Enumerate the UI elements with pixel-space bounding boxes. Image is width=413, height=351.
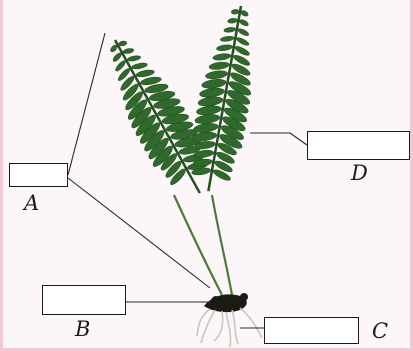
label-box-b[interactable] xyxy=(42,285,126,315)
right-frond-pinna xyxy=(201,78,226,90)
right-frond-pinna xyxy=(227,18,237,24)
right-frond-pinna xyxy=(236,36,250,47)
label-b: B xyxy=(75,319,90,340)
left-frond-pinna xyxy=(136,69,155,78)
leader-d-2 xyxy=(290,133,307,145)
label-box-d[interactable] xyxy=(307,131,410,160)
left-frond-pinna xyxy=(131,62,147,70)
left-frond-pinna xyxy=(118,40,127,46)
right-frond-pinna xyxy=(220,36,234,42)
right-frond-pinna xyxy=(194,113,220,125)
right-frond-pinna xyxy=(205,70,228,80)
right-frond-pinna xyxy=(224,27,236,33)
label-a: A xyxy=(24,193,39,214)
label-box-c[interactable] xyxy=(264,317,359,344)
label-box-a[interactable] xyxy=(9,163,68,187)
left-frond-pinna xyxy=(112,52,123,63)
left-frond-pinna xyxy=(127,55,141,62)
label-c: C xyxy=(372,321,388,342)
left-frond-pinna xyxy=(123,48,134,55)
right-frond-pinna xyxy=(216,44,233,52)
label-d: D xyxy=(351,163,368,184)
right-frond-pinna xyxy=(213,53,232,61)
right-frond-pinna xyxy=(209,61,230,71)
leader-a-bottom xyxy=(68,178,210,288)
right-frond-pinna xyxy=(231,9,239,15)
leader-a-top xyxy=(68,33,105,175)
right-frond-pinna xyxy=(197,96,223,108)
right-frond-pinna xyxy=(237,27,250,37)
leader-lines xyxy=(68,33,307,328)
right-frond-pinna xyxy=(239,18,250,27)
right-frond-pinna xyxy=(240,10,249,18)
